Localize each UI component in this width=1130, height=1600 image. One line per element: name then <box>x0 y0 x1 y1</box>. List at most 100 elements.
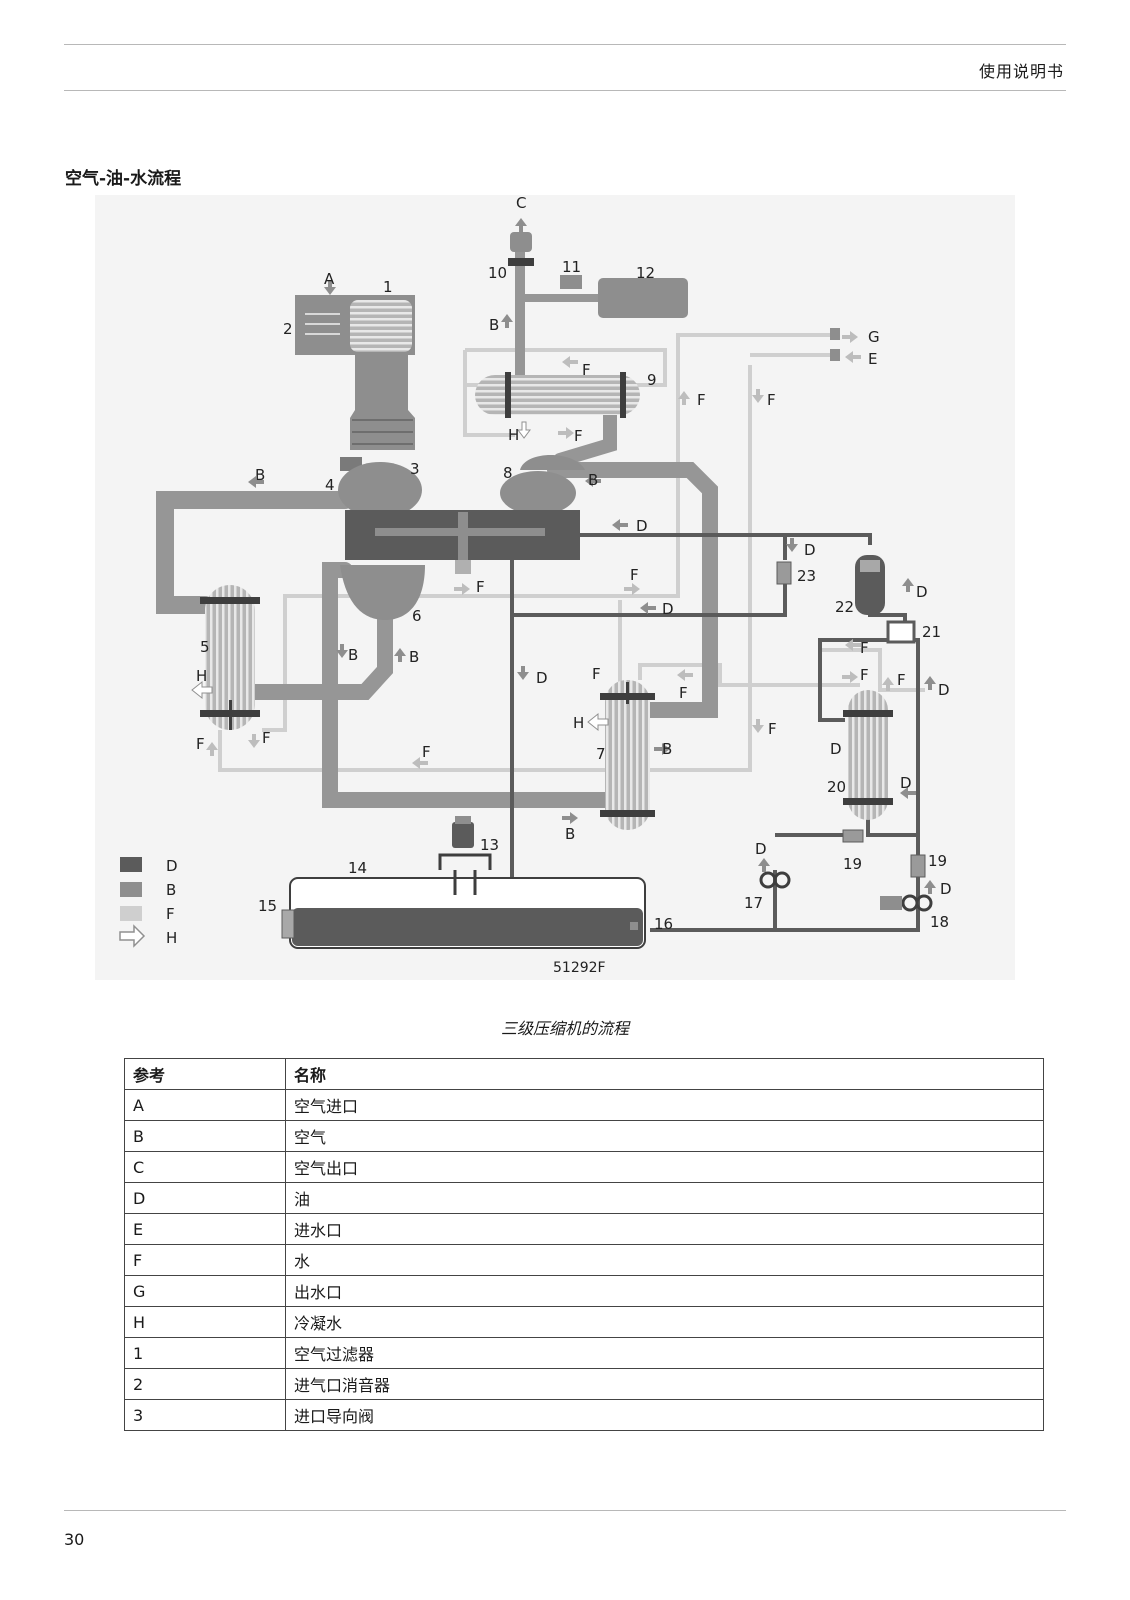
flow-label-d: D <box>916 583 928 601</box>
flow-arrow-down <box>248 734 260 748</box>
section-heading: 空气-油-水流程 <box>65 169 182 189</box>
blow-off-silencer <box>598 278 688 318</box>
intercooler <box>205 585 255 730</box>
cell-reference: H <box>124 1306 286 1338</box>
flow-label-d: D <box>636 517 648 535</box>
flow-label-f: F <box>630 566 639 584</box>
oil-line <box>512 575 787 617</box>
flow-label-h: H <box>508 426 519 444</box>
part-number: 14 <box>348 859 367 877</box>
cell-name: 进口导向阀 <box>285 1399 1044 1431</box>
water-line <box>820 648 925 692</box>
water-line <box>463 350 515 437</box>
flow-label-b: B <box>565 825 575 843</box>
flow-label-b: B <box>662 740 672 758</box>
header-bottom-rule <box>64 90 1066 91</box>
oil-level <box>292 908 643 946</box>
oil-line <box>580 533 872 545</box>
water-line <box>465 348 667 387</box>
part-number: 9 <box>647 371 657 389</box>
flow-arrow-left <box>900 787 916 799</box>
flow-label-f: F <box>582 361 591 379</box>
flow-label-d: D <box>830 740 842 758</box>
flow-arrow-up <box>902 578 914 592</box>
oil-line <box>818 638 900 722</box>
flow-label-f: F <box>574 427 583 445</box>
flow-arrow-left <box>677 669 693 681</box>
cell-reference: 2 <box>124 1368 286 1400</box>
flow-label-f: F <box>860 639 869 657</box>
flow-arrow-left <box>585 475 601 487</box>
flow-arrow-down <box>517 666 529 680</box>
air-pipe <box>322 562 618 808</box>
cell-reference: D <box>124 1182 286 1214</box>
intake-duct <box>350 355 415 450</box>
part-number: 20 <box>827 778 846 796</box>
flow-label-f: F <box>768 720 777 738</box>
check-valve <box>842 829 864 843</box>
flow-arrow-condensate <box>191 680 213 700</box>
cell-name: 冷凝水 <box>285 1306 1044 1338</box>
flow-arrow-right <box>842 331 858 343</box>
flow-arrow-down <box>752 389 764 403</box>
third-stage-compressor <box>500 471 576 515</box>
cell-reference: F <box>124 1244 286 1276</box>
part-number: 19 <box>928 852 947 870</box>
part-number: 5 <box>200 638 210 656</box>
flow-label-f: F <box>767 391 776 409</box>
blow-off-valve <box>560 275 582 289</box>
air-pipe <box>553 403 617 467</box>
flow-label-f: F <box>679 684 688 702</box>
table-header-row: 参考 名称 <box>124 1058 1044 1090</box>
flow-label-b: B <box>255 466 265 484</box>
flow-arrow-down <box>336 644 348 658</box>
oil-heater <box>281 909 295 939</box>
flow-arrow-right <box>558 427 574 439</box>
legend-swatch-water <box>120 906 142 921</box>
part-number: 10 <box>488 264 507 282</box>
air-pipe <box>547 462 718 718</box>
page-number: 30 <box>64 1530 85 1549</box>
flow-arrow-up <box>206 742 218 756</box>
flow-arrow-down <box>786 538 798 552</box>
flow-arrow-left <box>612 519 628 531</box>
flow-label-f: F <box>897 671 906 689</box>
part-number: 13 <box>480 836 499 854</box>
flow-label-e: E <box>868 350 877 368</box>
cell-reference: E <box>124 1213 286 1245</box>
cell-reference: 1 <box>124 1337 286 1369</box>
first-stage-compressor <box>338 462 422 518</box>
flow-label-d: D <box>804 541 816 559</box>
flow-arrow-up <box>758 858 770 872</box>
column-header-reference: 参考 <box>124 1058 286 1090</box>
flow-label-f: F <box>697 391 706 409</box>
water-line <box>262 333 840 732</box>
cell-name: 进气口消音器 <box>285 1368 1044 1400</box>
part-number: 15 <box>258 897 277 915</box>
figure-caption: 三级压缩机的流程 <box>500 1019 629 1038</box>
flow-label-d: D <box>940 880 952 898</box>
flow-arrow-right <box>454 583 470 595</box>
part-number: 1 <box>383 278 393 296</box>
cell-name: 空气过滤器 <box>285 1337 1044 1369</box>
flow-arrow-up <box>924 880 936 894</box>
cell-reference: B <box>124 1120 286 1152</box>
flow-arrow-right <box>842 671 858 683</box>
flow-arrow-up <box>501 314 513 328</box>
flow-label-f: F <box>422 743 431 761</box>
cell-reference: A <box>124 1089 286 1121</box>
second-stage-compressor <box>340 565 425 620</box>
flow-arrow-down <box>324 281 336 295</box>
flow-label-b: B <box>409 648 419 666</box>
water-arrows <box>206 331 894 769</box>
flow-arrow-right <box>624 583 640 595</box>
flow-label-b: B <box>348 646 358 664</box>
cell-name: 油 <box>285 1182 1044 1214</box>
thermostatic-valve <box>886 620 916 644</box>
